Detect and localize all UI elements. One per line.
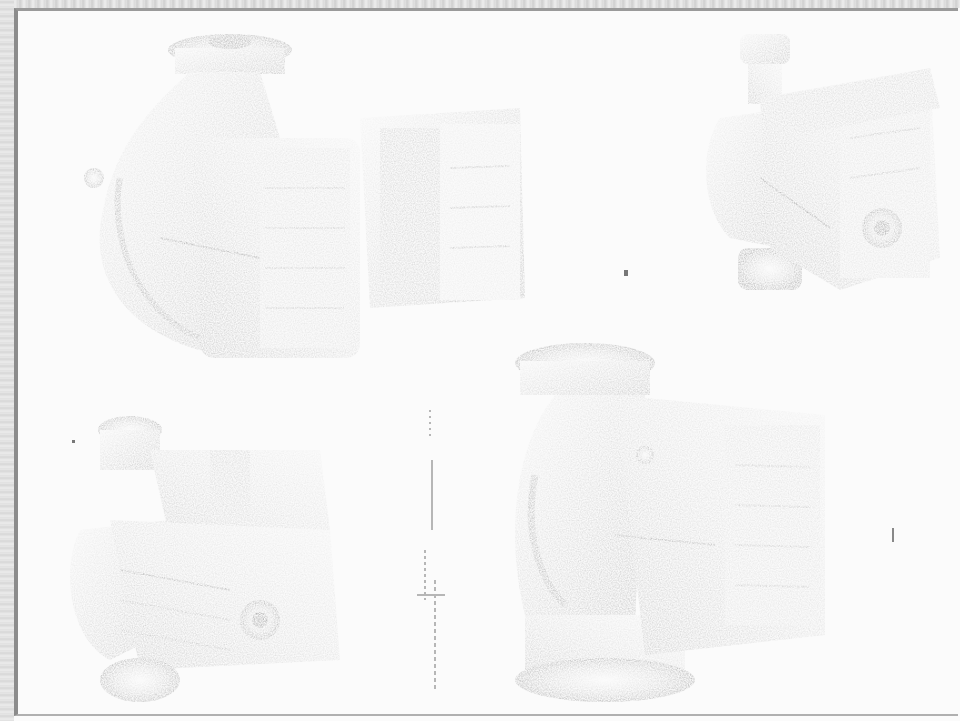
scan-edge-left [0, 0, 14, 721]
pump-illustration-threaded-upright [690, 28, 960, 300]
scan-speck [624, 270, 628, 276]
pump-illustration-icon [515, 343, 825, 702]
scan-edge-top [0, 0, 960, 8]
pump-illustration-icon [84, 34, 525, 358]
pump-illustration-icon [706, 34, 940, 290]
scan-speck [72, 440, 75, 443]
pump-illustration-flanged-front [495, 335, 840, 710]
pump-illustration-large-flanged [80, 28, 540, 368]
page-frame [14, 8, 958, 716]
pump-illustration-icon [70, 416, 340, 702]
pump-illustration-threaded-lying [60, 400, 350, 710]
scan-speck [892, 528, 894, 542]
scan-artifact-marks [405, 400, 455, 710]
